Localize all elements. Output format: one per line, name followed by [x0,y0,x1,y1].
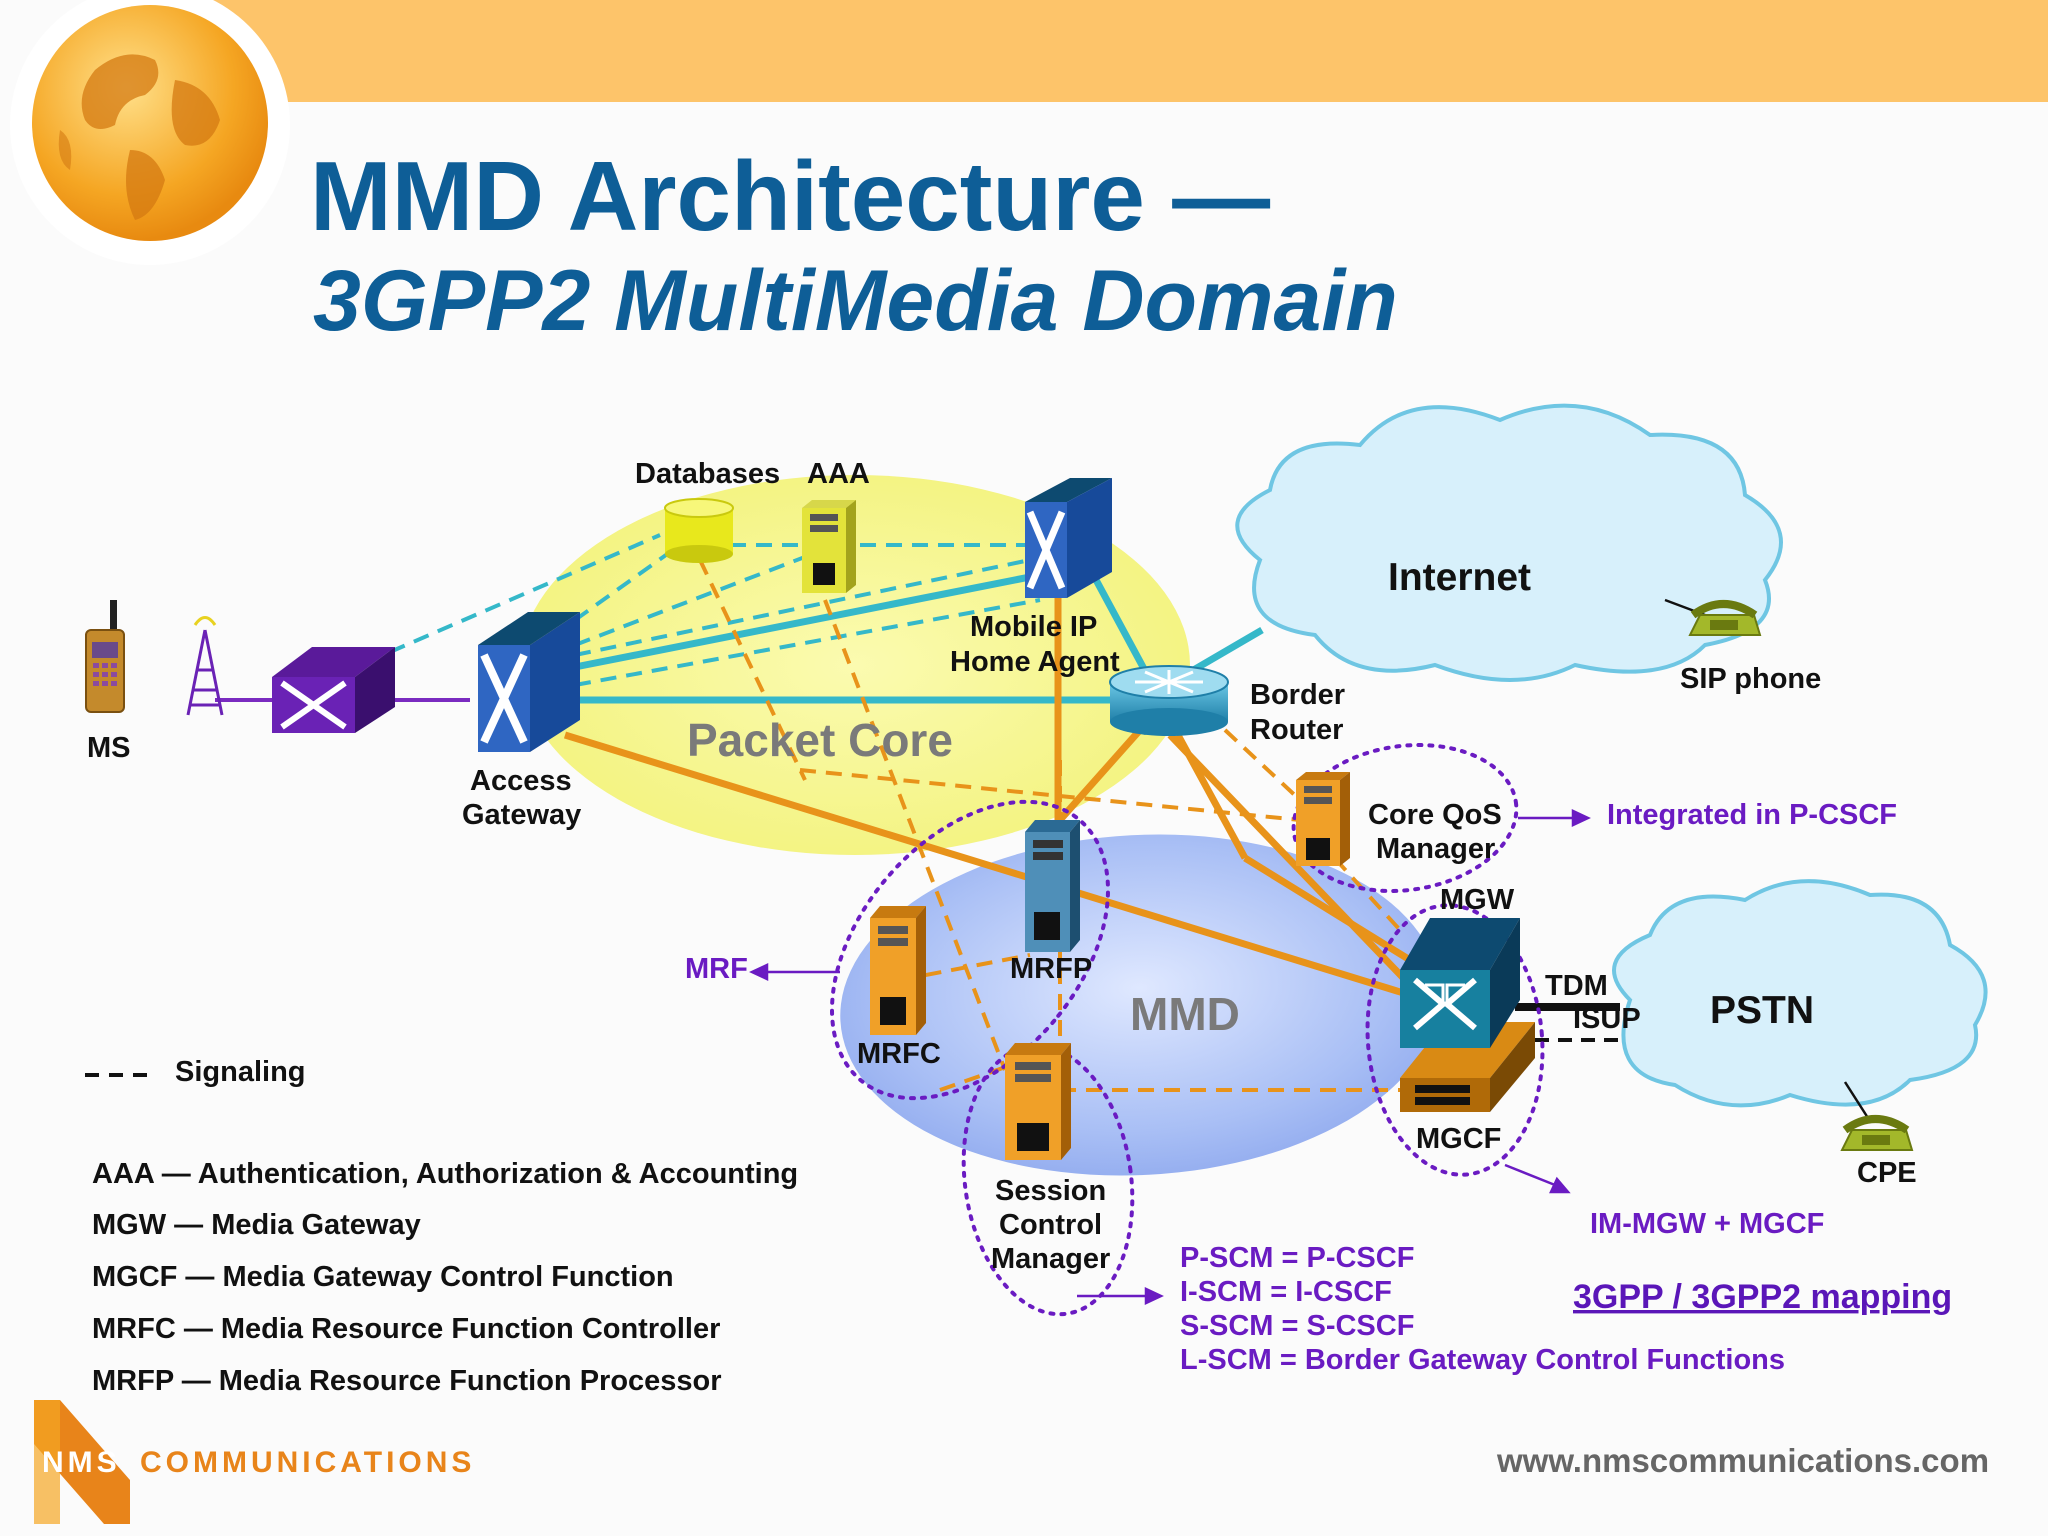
aaa-server-icon [802,500,856,593]
mapping-line-3: S-SCM = S-CSCF [1180,1310,1414,1342]
database-icon [664,498,734,563]
cpe-label: CPE [1857,1157,1917,1189]
mapping-line-2: I-SCM = I-CSCF [1180,1276,1392,1308]
logo-nms: NMS [42,1446,121,1479]
mrfp-label: MRFP [1010,953,1092,985]
core-qos-label-1: Core QoS [1368,799,1502,831]
mapping-link[interactable]: 3GPP / 3GPP2 mapping [1573,1278,1952,1316]
packet-core-label: Packet Core [687,714,953,766]
page-subtitle: 3GPP2 MultiMedia Domain [313,253,1398,349]
legend-definition: MGCF — Media Gateway Control Function [92,1261,674,1293]
pstn-label: PSTN [1710,989,1814,1032]
mgw-label: MGW [1440,884,1515,916]
scm-label-3: Manager [991,1243,1110,1275]
mobile-station-icon [85,600,125,713]
page-title: MMD Architecture — [310,141,1270,251]
access-gateway-label-2: Gateway [462,799,581,831]
scm-label-2: Control [999,1209,1102,1241]
internet-cloud [1235,403,1783,682]
packet-core-region [520,475,1190,855]
mmd-label: MMD [1130,988,1240,1040]
base-station-controller-icon [272,647,395,733]
access-gateway-switch-icon [478,612,580,752]
border-router-label-1: Border [1250,679,1345,711]
home-agent-label-1: Mobile IP [970,611,1097,643]
logo-communications: COMMUNICATIONS [140,1446,475,1479]
access-gateway-label-1: Access [470,765,572,797]
mapping-line-4: L-SCM = Border Gateway Control Functions [1180,1344,1785,1376]
legend-definition: AAA — Authentication, Authorization & Ac… [92,1158,798,1190]
mrfp-server-icon [1025,820,1080,952]
legend-definition: MRFC — Media Resource Function Controlle… [92,1313,720,1345]
legend-definition: MGW — Media Gateway [92,1209,421,1241]
mrfc-server-icon [870,906,926,1035]
sip-phone-label: SIP phone [1680,663,1821,695]
sip-phone-icon [1688,600,1762,636]
teal-links [569,563,1264,704]
cpe-link [1843,1081,1870,1119]
integrated-annotation: Integrated in P-CSCF [1607,799,1897,831]
im-mgw-annotation: IM-MGW + MGCF [1590,1208,1824,1240]
teal-signaling [389,533,1041,687]
aaa-label: AAA [807,458,870,490]
core-qos-label-2: Manager [1376,833,1495,865]
globe-icon [32,5,268,241]
core-qos-server-icon [1296,772,1350,866]
ms-label: MS [87,732,131,764]
pstn-cloud [1612,879,1988,1108]
mgcf-label: MGCF [1416,1123,1501,1155]
mapping-line-1: P-SCM = P-CSCF [1180,1242,1414,1274]
tdm-label: TDM [1545,970,1608,1002]
mmd-region [840,834,1440,1176]
signaling-legend-label: Signaling [175,1056,306,1088]
mrf-label: MRF [685,953,748,985]
footer-url[interactable]: www.nmscommunications.com [1496,1442,1989,1479]
cpe-phone-icon [1840,1115,1914,1151]
legend-definition: MRFP — Media Resource Function Processor [92,1365,722,1397]
isup-label: ISUP [1573,1003,1641,1035]
orange-links [563,575,1413,999]
scm-label-1: Session [995,1175,1106,1207]
border-router-icon [1109,665,1229,736]
home-agent-label-2: Home Agent [950,646,1120,678]
mgw-switch-icon [1400,918,1520,1048]
home-agent-switch-icon [1025,478,1112,598]
annotation-arrows [749,809,1591,1305]
session-control-manager-icon [1005,1043,1071,1160]
nms-logo: NMS COMMUNICATIONS [34,1400,475,1524]
border-router-label-2: Router [1250,714,1343,746]
internet-label: Internet [1388,556,1531,599]
mrfc-label: MRFC [857,1038,941,1070]
cell-tower-icon [186,616,224,716]
databases-label: Databases [635,458,780,490]
